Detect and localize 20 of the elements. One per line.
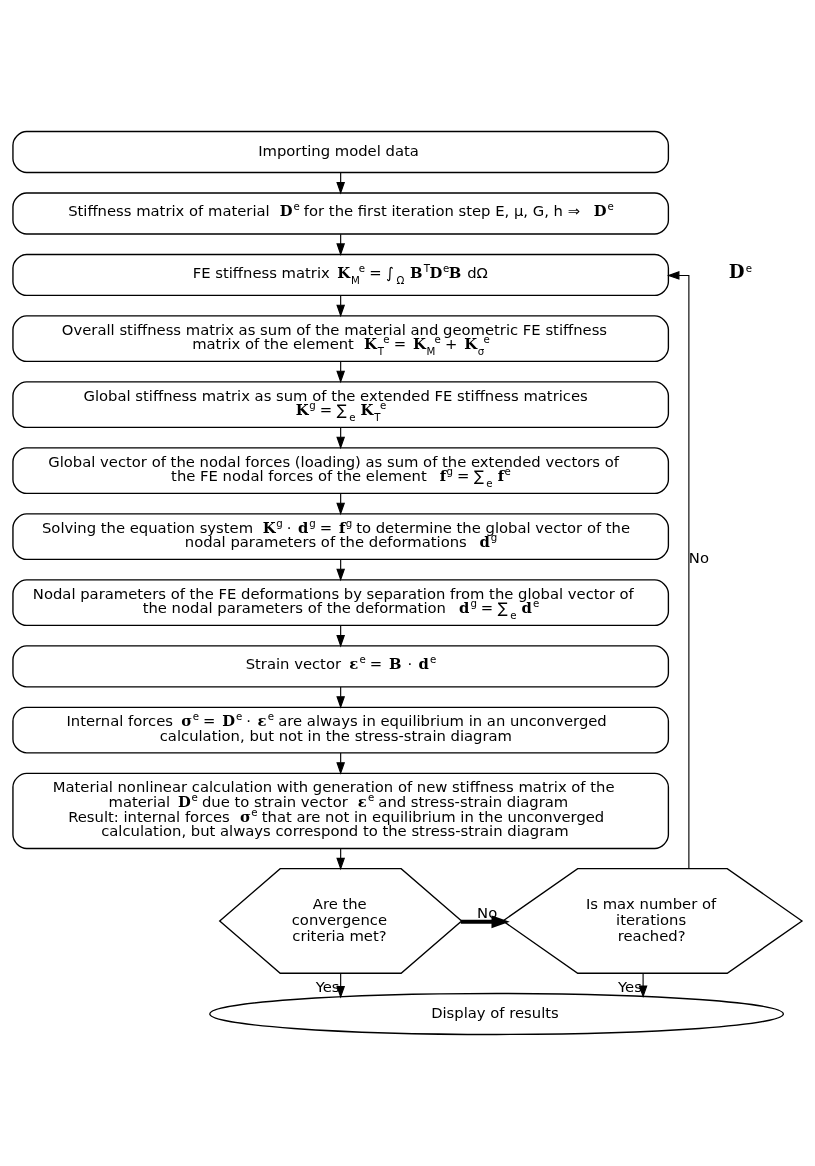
node-box: Nodal parameters of the FE deformations by separation from the global vector of the nodal parameters of the deformation d$^{g}$ = ∑$_{e}$ d$^{e}$ bbox=[12, 579, 670, 627]
node-box: Strain vector ε$^{e}$ = B · d$^{e}$ bbox=[12, 645, 670, 688]
node-box: Global vector of the nodal forces (loading) as sum of the extended vectors of the FE nodal forces of the element f$^{g}$ = ∑$_{e}$ f$^{e}$ bbox=[12, 447, 670, 495]
node-ellipse: Display of results bbox=[209, 992, 784, 1036]
node-box: Solving the equation system K$^{g}$ · d$^{g}$ = f$^{g}$ to determine the global vector of the nodal parameters of the deformations d$^{g}$ bbox=[12, 513, 670, 561]
node-box: Stiffness matrix of material D$^{e}$ for the first iteration step E, μ, G, h ⇒ D$^{e}$ bbox=[12, 192, 670, 235]
arrow bbox=[336, 847, 346, 871]
arrow bbox=[666, 271, 690, 870]
arrow bbox=[336, 294, 346, 318]
label: D$^{e}$ bbox=[728, 261, 753, 283]
edge-label: No bbox=[688, 548, 709, 566]
arrow bbox=[460, 915, 510, 929]
arrow bbox=[638, 972, 648, 999]
edge-label: Yes bbox=[618, 977, 642, 995]
node-box: Material nonlinear calculation with generation of new stiffness matrix of the material D$^{e}$ due to strain vector ε$^{e}$ and stress-strain diagram Result: internal forces σ$^{e}$ that are not in equilibrium in the unconverged calculation, but always correspond to the stress-strain diagram bbox=[12, 772, 670, 850]
edge-label: No bbox=[477, 903, 498, 921]
node-box: Internal forces σ$^{e}$ = D$^{e}$ · ε$^{e}$ are always in equilibrium in an unconverged calculation, but not in the stress-strain diagram bbox=[12, 706, 670, 754]
edge-label: Yes bbox=[315, 977, 340, 995]
node-box: FE stiffness matrix K$_{M}$$^{e}$ = ∫$_{Ω}$ B$^{T}$D$^{e}$B dΩ bbox=[12, 253, 670, 297]
node-box: Importing model data bbox=[12, 130, 670, 174]
